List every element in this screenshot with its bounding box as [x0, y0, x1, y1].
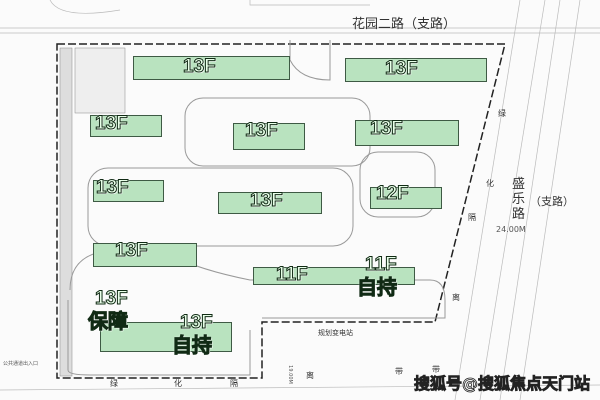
east-road-char-1: 盛: [512, 177, 526, 192]
building-3-floors: 13F: [95, 113, 129, 134]
building-12-note: 保障: [88, 311, 129, 333]
building-13: [100, 322, 232, 352]
building-4: [233, 123, 305, 150]
building-11-floors: 11F: [365, 254, 398, 275]
substation-label: 规划变电站: [318, 329, 353, 337]
building-11-note: 自持: [357, 277, 398, 299]
east-road-char-3: 路: [512, 207, 526, 222]
building-6: [93, 180, 164, 202]
east-road-char-2: 乐: [512, 192, 526, 207]
building-7-floors: 13F: [250, 190, 284, 211]
building-1: [133, 56, 290, 80]
green-belt-east-3: 隔: [468, 213, 476, 222]
building-1-floors: 13F: [183, 56, 217, 77]
building-13-floors: 13F: [180, 312, 214, 333]
building-5-floors: 13F: [370, 118, 404, 139]
green-belt-east-1: 绿: [498, 109, 506, 118]
watermark: 搜狐号@搜狐焦点天门站: [413, 374, 591, 394]
east-road-type: （支路）: [530, 195, 574, 208]
entrance-label: 公共通道出入口: [3, 361, 39, 367]
building-7: [218, 192, 322, 214]
building-8-floors: 12F: [376, 183, 410, 204]
building-2-floors: 13F: [385, 58, 419, 79]
building-9-floors: 13F: [115, 240, 149, 261]
green-belt-south-2: 化: [174, 379, 182, 388]
building-6-floors: 13F: [96, 177, 130, 198]
building-12-floors: 13F: [95, 288, 129, 309]
site-boundary: [56, 43, 506, 379]
building-5: [355, 120, 459, 146]
north-road-label: 花园二路（支路）: [352, 17, 457, 32]
building-4-floors: 13F: [245, 120, 279, 141]
green-belt-south-5: 带: [395, 367, 403, 376]
building-8: [370, 187, 442, 209]
east-road-width: 24.00M: [496, 225, 526, 234]
building-10-floors: 11F: [276, 264, 309, 285]
green-belt-east-4: 离: [452, 293, 460, 302]
building-2: [345, 58, 487, 82]
green-belt-east-2: 化: [486, 179, 494, 188]
building-10: [253, 267, 415, 285]
dimension-label: 19.00M: [286, 365, 293, 384]
building-3: [90, 115, 162, 137]
green-belt-south-3: 隔: [230, 379, 238, 388]
building-13-note: 自持: [172, 335, 213, 357]
green-belt-south-1: 绿: [110, 379, 118, 388]
building-9: [93, 243, 197, 267]
green-belt-south-4: 离: [306, 371, 314, 380]
green-belt-east-5: 带: [432, 365, 440, 374]
